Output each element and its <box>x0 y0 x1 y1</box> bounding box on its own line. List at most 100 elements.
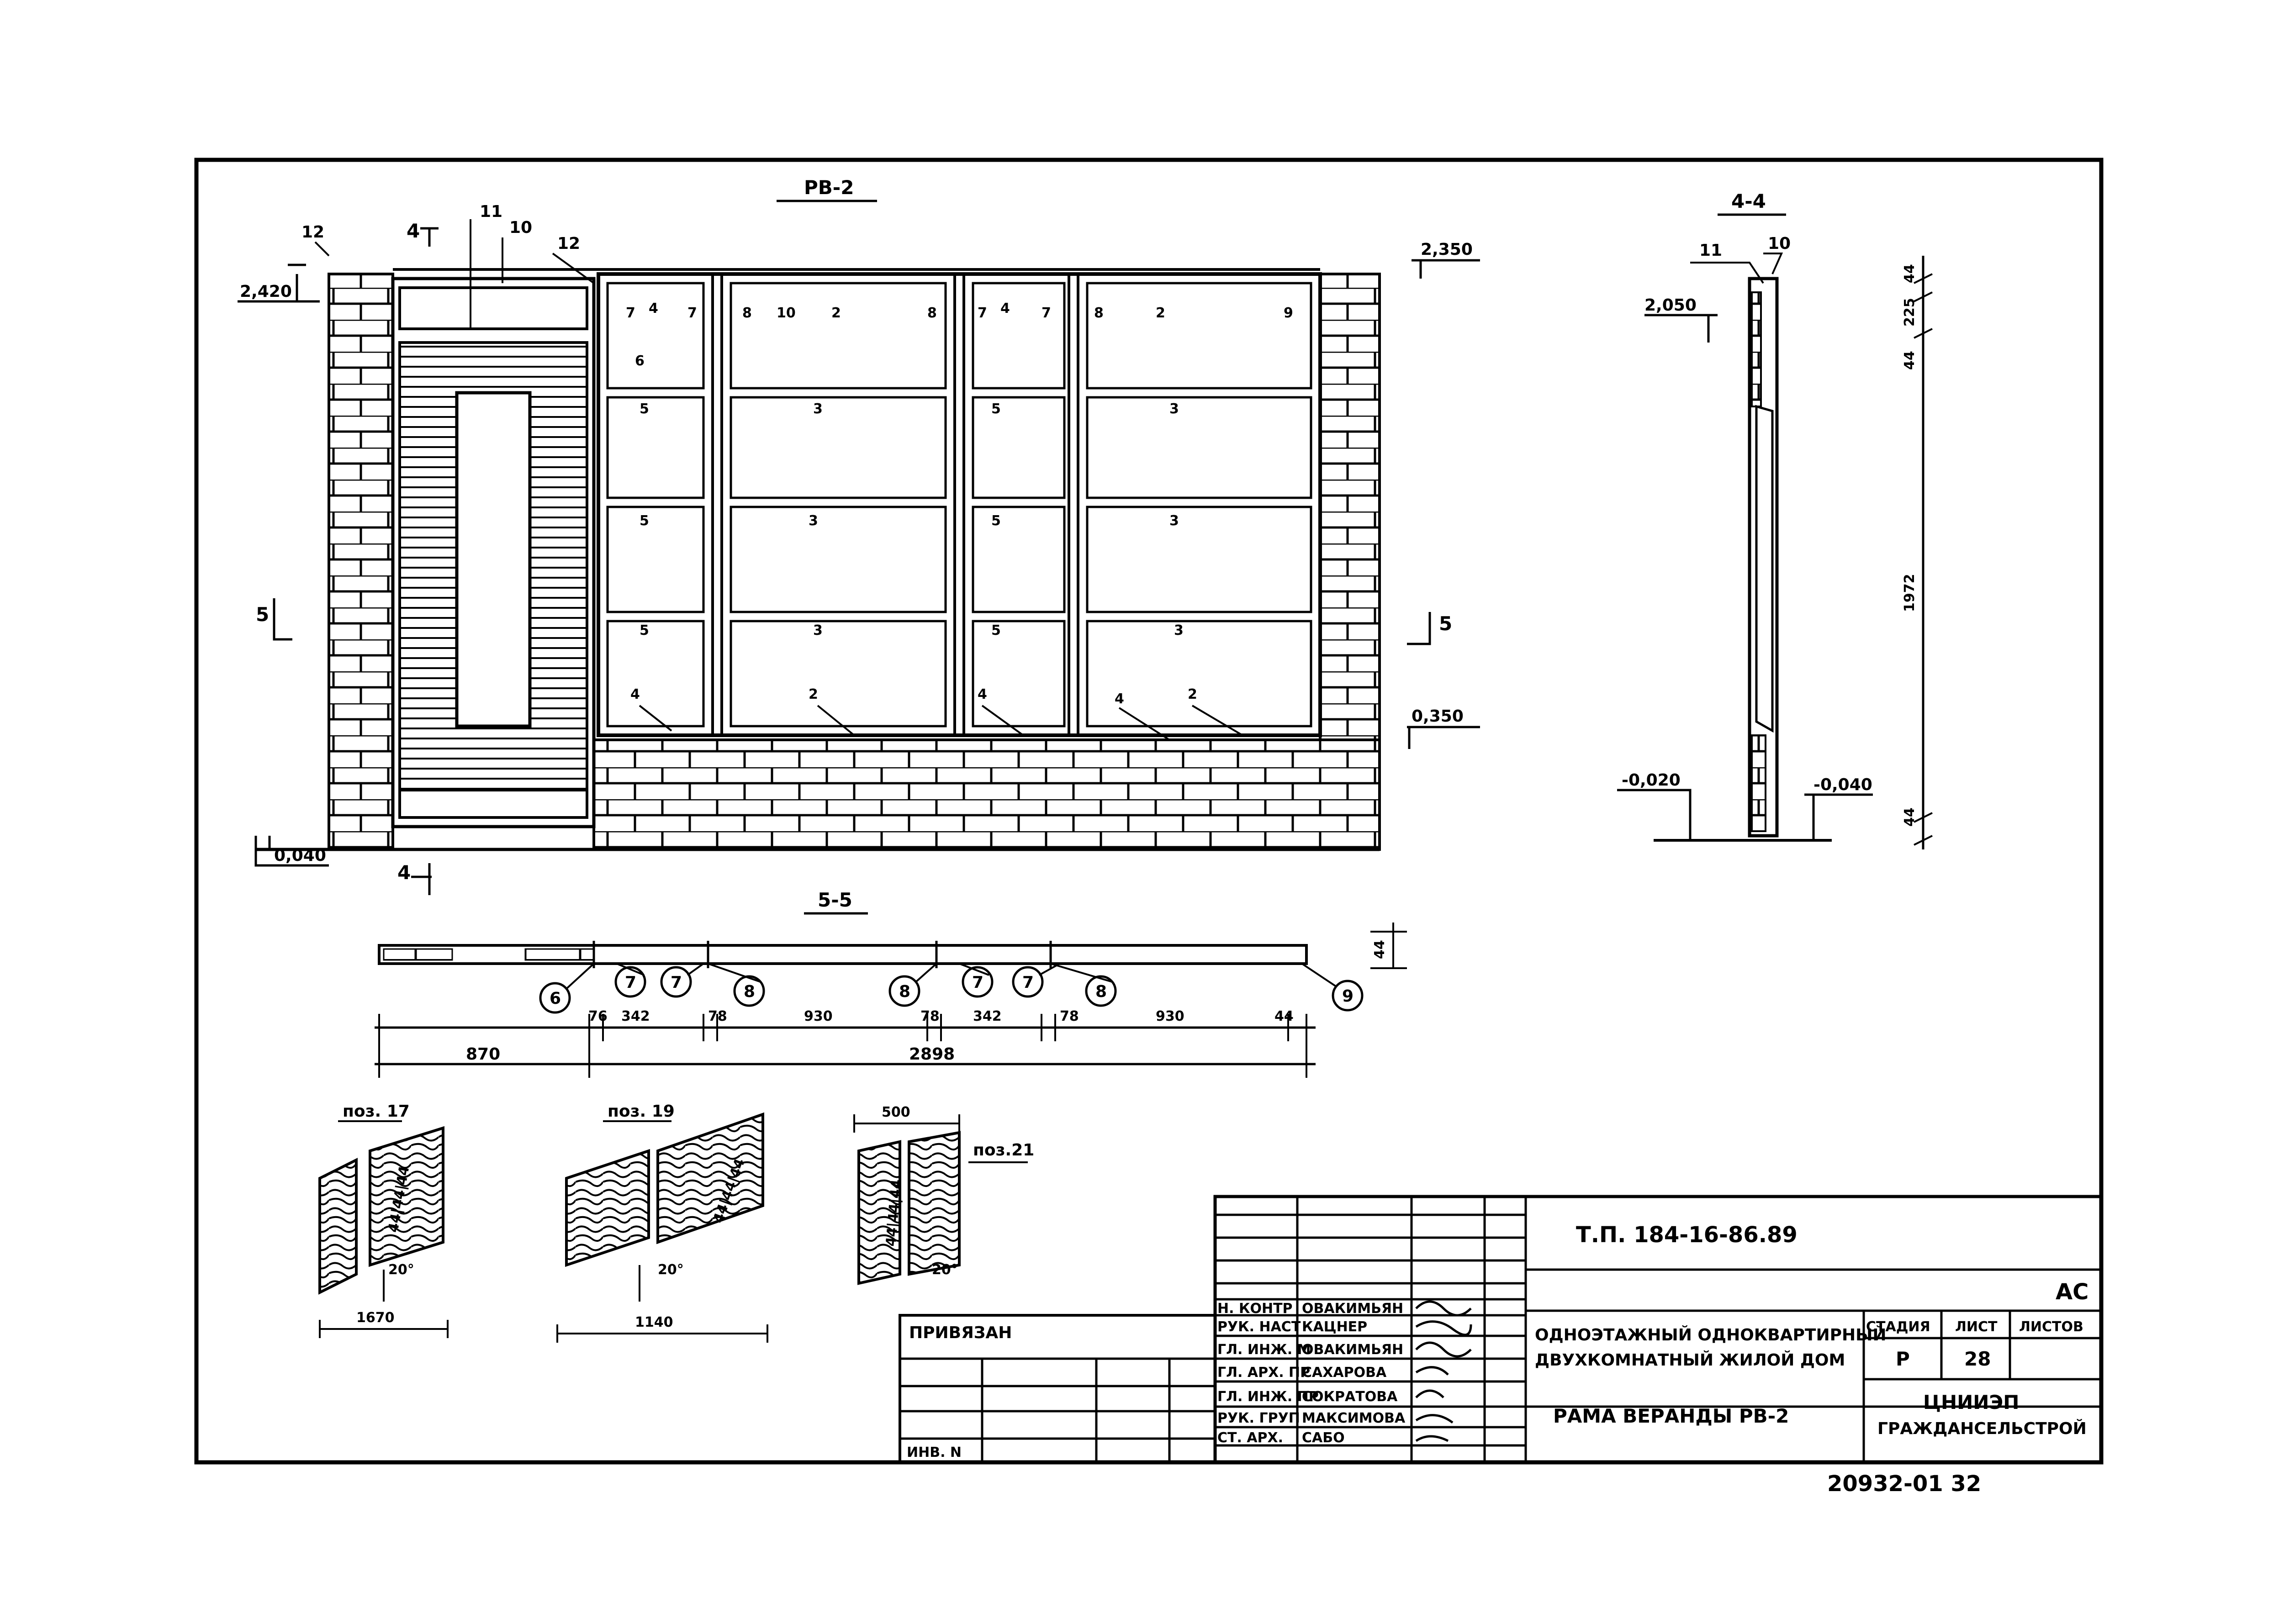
svg-text:поз. 17: поз. 17 <box>343 1102 410 1121</box>
svg-text:12: 12 <box>557 234 580 253</box>
svg-text:3: 3 <box>813 401 823 417</box>
svg-text:7: 7 <box>671 973 682 992</box>
svg-text:12: 12 <box>301 223 324 242</box>
detail-pos-17: поз. 17 44|44|44 20° 1670 <box>318 1102 449 1338</box>
svg-text:8: 8 <box>927 305 937 321</box>
svg-text:ГЛ. АРХ. ПР: ГЛ. АРХ. ПР <box>1217 1365 1310 1381</box>
svg-text:3: 3 <box>1174 622 1184 638</box>
svg-text:8: 8 <box>1095 982 1107 1001</box>
svg-text:5: 5 <box>640 513 649 529</box>
level-0350: 0,350 <box>1412 707 1464 726</box>
door-glazing <box>455 391 532 728</box>
svg-text:7: 7 <box>625 973 636 992</box>
section-5-5: 5-5 44 <box>378 889 1407 969</box>
veranda-frame <box>597 272 1322 737</box>
svg-text:поз.21: поз.21 <box>973 1141 1034 1160</box>
svg-text:3: 3 <box>813 622 823 638</box>
svg-text:2: 2 <box>809 686 818 702</box>
svg-text:3: 3 <box>1169 513 1179 529</box>
svg-text:8: 8 <box>744 982 755 1001</box>
svg-text:8: 8 <box>742 305 752 321</box>
level-0040: 0,040 <box>274 846 326 865</box>
section-4-4-callout-11: 11 <box>1699 241 1722 260</box>
svg-text:6: 6 <box>635 353 645 369</box>
section-code: АС <box>2056 1279 2088 1305</box>
svg-text:5: 5 <box>640 401 649 417</box>
svg-text:ГЛ. ИНЖ. ПР: ГЛ. ИНЖ. ПР <box>1217 1389 1319 1405</box>
section-5-5-title: 5-5 <box>818 889 852 911</box>
left-brick-pier <box>328 273 394 851</box>
svg-text:342: 342 <box>973 1008 1002 1024</box>
svg-text:342: 342 <box>621 1008 650 1024</box>
svg-text:САБО: САБО <box>1302 1430 1345 1446</box>
svg-text:5: 5 <box>991 622 1001 638</box>
detail-pos-21: 500 поз.21 44|44|44 20° <box>853 1104 1034 1285</box>
title-block: Т.П. 184-16-86.89 АС ОДНОЭТАЖНЫЙ ОДНОКВА… <box>1213 1195 2103 1464</box>
elevation-title: РВ-2 <box>804 176 854 199</box>
svg-text:78: 78 <box>708 1008 727 1024</box>
project-name-line1: ОДНОЭТАЖНЫЙ ОДНОКВАРТИРНЫЙ <box>1535 1325 1887 1345</box>
svg-text:20°: 20° <box>658 1262 684 1278</box>
svg-text:10: 10 <box>777 305 796 321</box>
door-kick-plate <box>398 789 588 819</box>
svg-text:5: 5 <box>991 513 1001 529</box>
svg-text:930: 930 <box>1156 1008 1184 1024</box>
svg-text:ОВАКИМЬЯН: ОВАКИМЬЯН <box>1302 1301 1403 1317</box>
svg-text:7: 7 <box>972 973 983 992</box>
svg-text:ОВАКИМЬЯН: ОВАКИМЬЯН <box>1302 1342 1403 1358</box>
sheet-value: 28 <box>1964 1348 1991 1370</box>
svg-text:КАЦНЕР: КАЦНЕР <box>1302 1319 1367 1335</box>
svg-text:7: 7 <box>1022 973 1034 992</box>
section-4-4-callout-10: 10 <box>1768 234 1791 253</box>
section-4-4-title: 4-4 <box>1731 190 1766 212</box>
svg-text:2: 2 <box>1156 305 1165 321</box>
svg-text:5: 5 <box>640 622 649 638</box>
dim-44-bottom: 44 <box>1902 807 1918 827</box>
svg-text:44: 44 <box>1274 1008 1294 1024</box>
org-line2: ГРАЖДАНСЕЛЬСТРОЙ <box>1877 1419 2087 1438</box>
svg-text:3: 3 <box>1169 401 1179 417</box>
section-4-4: 4-4 11 10 2,050 -0,020 -0,040 44 225 44 … <box>1617 190 1933 849</box>
svg-text:поз. 19: поз. 19 <box>608 1102 675 1121</box>
svg-text:РУК. НАСТ: РУК. НАСТ <box>1217 1319 1301 1335</box>
section-mark-left: 5 <box>256 603 269 626</box>
svg-text:8: 8 <box>899 982 910 1001</box>
svg-text:1140: 1140 <box>635 1314 673 1330</box>
svg-text:2: 2 <box>1188 686 1197 702</box>
svg-text:9: 9 <box>1284 305 1293 321</box>
detail-pos-19: поз. 19 44|44|44 20° 1140 <box>556 1102 768 1343</box>
door-transom <box>398 286 588 330</box>
dim-1972: 1972 <box>1902 574 1918 612</box>
svg-text:СТ. АРХ.: СТ. АРХ. <box>1217 1430 1283 1446</box>
svg-text:8: 8 <box>1094 305 1104 321</box>
section-5-5-side-dim: 44 <box>1372 940 1388 959</box>
project-name-line2: ДВУХКОМНАТНЫЙ ЖИЛОЙ ДОМ <box>1535 1350 1845 1370</box>
svg-text:870: 870 <box>466 1045 500 1064</box>
col-sheet: ЛИСТ <box>1955 1319 1998 1335</box>
inventory-label: ИНВ. N <box>907 1445 962 1461</box>
svg-text:ГЛ. ИНЖ. М: ГЛ. ИНЖ. М <box>1217 1342 1311 1358</box>
svg-text:4: 4 <box>1115 691 1124 707</box>
section-5-5-dimensions: 76 342 78 930 78 342 78 930 44 870 2898 <box>375 1008 1316 1078</box>
svg-text:7: 7 <box>687 305 697 321</box>
level-2420: 2,420 <box>240 282 292 301</box>
elevation-view: РВ-2 <box>238 176 1480 895</box>
section-mark-top: 4 <box>407 220 420 242</box>
svg-text:2898: 2898 <box>909 1045 955 1064</box>
binding-block: ПРИВЯЗАН ИНВ. N <box>899 1314 1216 1464</box>
svg-text:7: 7 <box>978 305 987 321</box>
col-sheets: ЛИСТОВ <box>2019 1319 2083 1335</box>
section-mark-right: 5 <box>1439 612 1452 635</box>
door-frame <box>391 277 596 828</box>
level-2350: 2,350 <box>1421 240 1473 259</box>
level-2050: 2,050 <box>1644 296 1697 315</box>
elevation-callouts: 12 11 10 12 6 7 4 7 8 10 2 8 7 4 7 8 2 9… <box>301 202 1293 741</box>
svg-text:20°: 20° <box>388 1262 414 1278</box>
dim-44-mid: 44 <box>1902 351 1918 370</box>
dim-225: 225 <box>1902 298 1918 327</box>
svg-text:500: 500 <box>882 1104 910 1120</box>
svg-text:РУК. ГРУП: РУК. ГРУП <box>1217 1410 1300 1426</box>
col-stage: СТАДИЯ <box>1866 1319 1930 1335</box>
roles-table: Н. КОНТР ОВАКИМЬЯН РУК. НАСТ КАЦНЕР ГЛ. … <box>1217 1301 1406 1446</box>
